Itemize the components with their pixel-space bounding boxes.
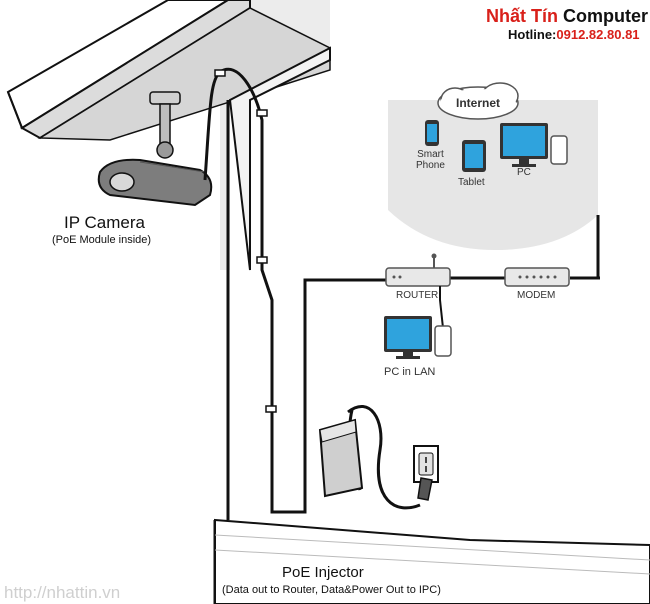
- hotline: Hotline:0912.82.80.81: [508, 27, 640, 42]
- router-poe-cable: [303, 278, 400, 512]
- brand-name-part2: Computer: [558, 6, 648, 26]
- modem-icon: [504, 267, 570, 287]
- poe-injector-icon: [318, 405, 421, 510]
- poe-subtitle: (Data out to Router, Data&Power Out to I…: [222, 584, 441, 596]
- brand-logo: Nhất Tín Computer: [486, 6, 648, 27]
- cable-clip: [256, 256, 268, 264]
- ip-camera-icon: [97, 91, 213, 207]
- camera-subtitle: (PoE Module inside): [52, 234, 152, 246]
- router-label: ROUTER: [396, 290, 439, 301]
- building-wall: [213, 46, 650, 604]
- tablet-label: Tablet: [458, 177, 485, 188]
- website-watermark: http://nhattin.vn: [4, 583, 121, 602]
- brand-name-part1: Nhất Tín: [486, 6, 558, 26]
- cable-clip: [214, 69, 226, 77]
- roof-eave: [6, 0, 331, 141]
- pc-icon: [500, 123, 568, 167]
- camera-title: IP Camera: [64, 213, 145, 232]
- smartphone-label: Smart Phone: [416, 149, 445, 171]
- pc-lan-label: PC in LAN: [384, 366, 436, 378]
- poe-title: PoE Injector: [282, 564, 364, 581]
- internet-label: Internet: [456, 96, 501, 110]
- hotline-label: Hotline:: [508, 27, 557, 42]
- cable-clip: [265, 405, 277, 413]
- modem-label: MODEM: [517, 290, 556, 301]
- smartphone-icon: [425, 120, 439, 146]
- tablet-icon: [462, 140, 486, 172]
- lan-cable: [439, 286, 444, 329]
- pc-label: PC: [517, 167, 531, 178]
- router-icon: [385, 253, 451, 287]
- pc-in-lan-icon: [384, 316, 452, 359]
- hotline-number: 0912.82.80.81: [556, 27, 640, 42]
- power-outlet-icon: [413, 445, 439, 501]
- cable-clip: [256, 109, 268, 117]
